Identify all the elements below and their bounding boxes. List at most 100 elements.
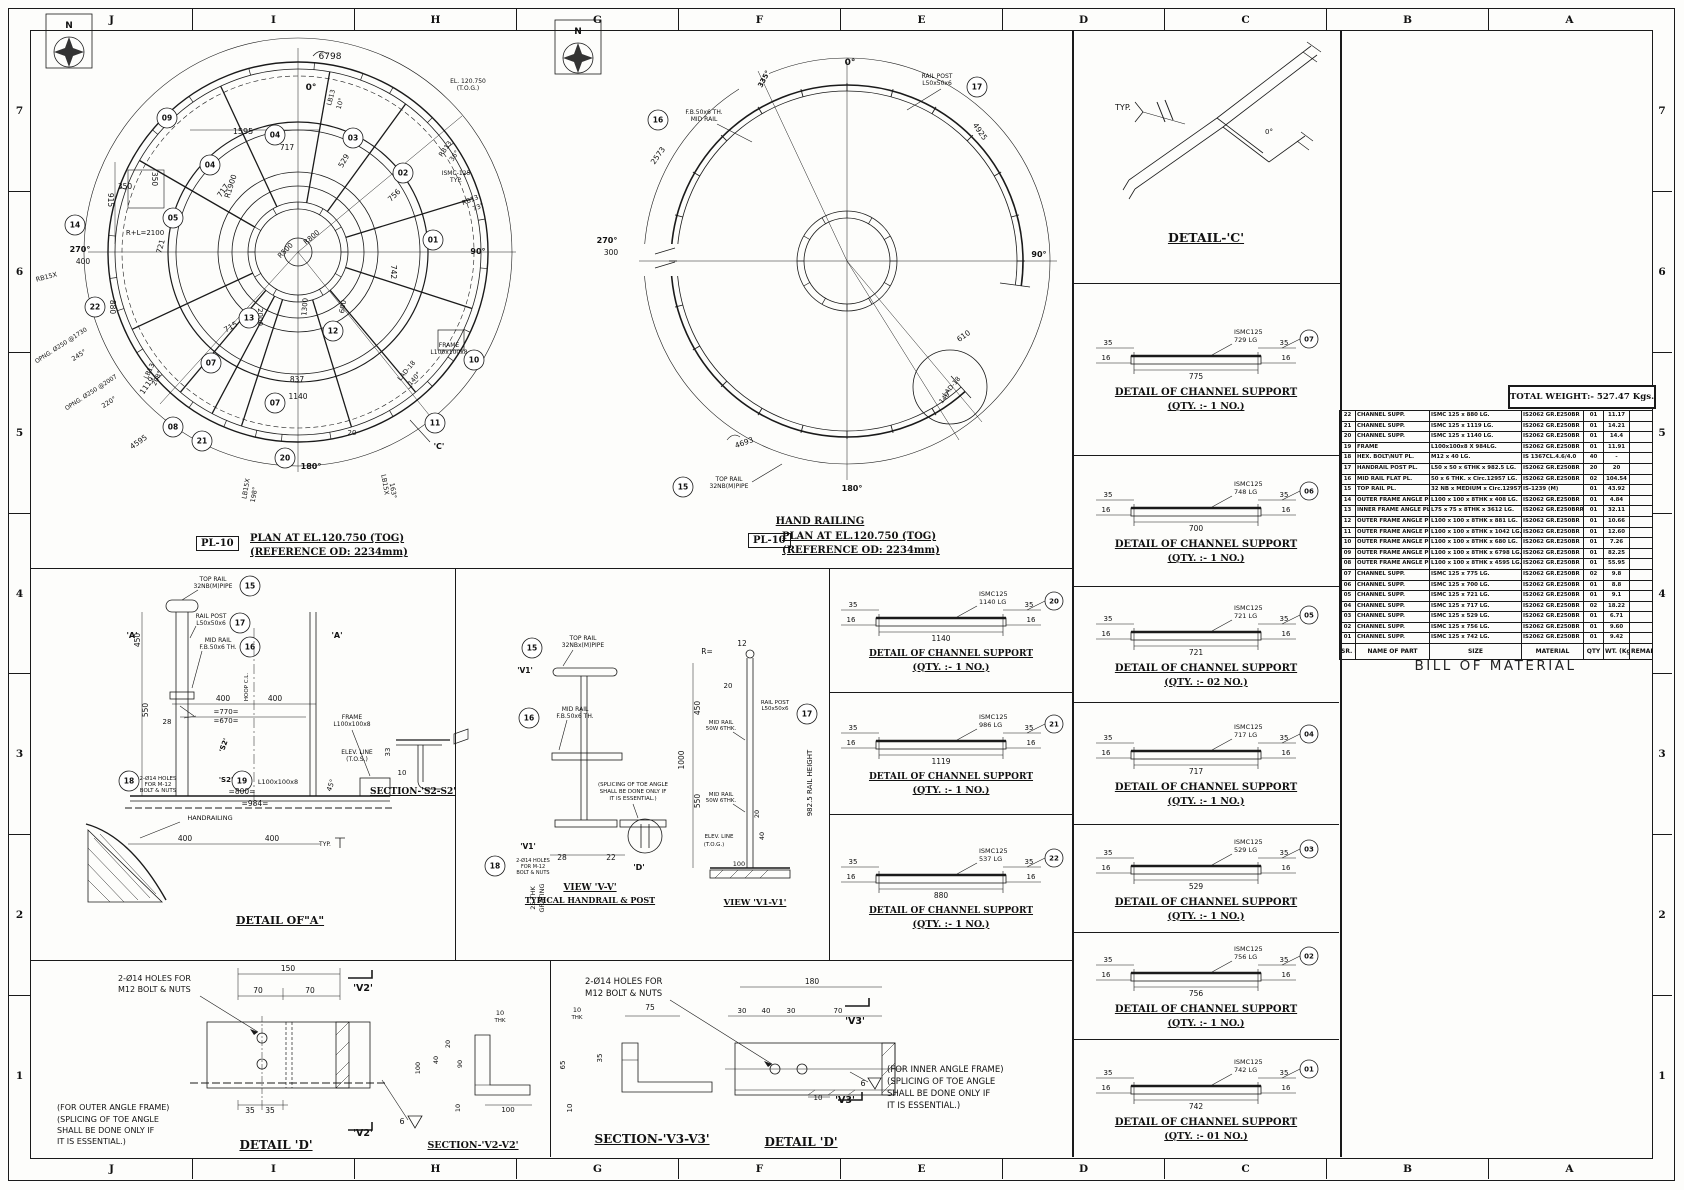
spoke-line: [329, 289, 417, 393]
spoke-line: [993, 171, 1002, 177]
bom-cell: IS2062 GR.E250BR: [1521, 462, 1584, 475]
drawing-label: 73°: [471, 201, 485, 213]
drawing-line: [1296, 131, 1314, 151]
grid-row-7: 7: [1658, 104, 1666, 117]
drawing-line: [409, 419, 431, 443]
drawing-label: 1595: [233, 127, 253, 136]
grid-col-B: B: [1326, 1159, 1488, 1179]
bom-cell: IS2062 GR.E250BR: [1521, 600, 1584, 613]
drawing-label: 20: [444, 1040, 452, 1048]
drawing-label: 982.5 RAIL HEIGHT: [806, 749, 814, 816]
bom-cell: [1629, 452, 1653, 464]
balloon-circle: [1299, 1059, 1319, 1079]
balloon-number: 02: [1304, 953, 1314, 961]
drawing-label: 270°: [597, 236, 618, 245]
grid-row-3: 3: [1652, 673, 1672, 834]
drawing-label: 10: [454, 1104, 462, 1112]
balloon-circle: [342, 127, 364, 149]
drawing-label: LB15X: [240, 477, 252, 499]
drawing-label: 400: [76, 257, 91, 266]
drawing-line: [551, 752, 623, 761]
spoke-line: [427, 117, 433, 123]
bom-cell: IS2062 GR.E250BR: [1521, 568, 1584, 581]
spoke-line: [272, 289, 277, 296]
balloon-number: 06: [1304, 488, 1314, 496]
drawing-label: 90: [456, 1060, 464, 1068]
drawing-line: [335, 1061, 350, 1076]
drawing-line: [912, 349, 988, 425]
balloon-02: 02: [392, 162, 414, 184]
spoke-line: [335, 273, 342, 278]
bom-cell: 55.95: [1603, 558, 1630, 570]
drawing-line: [437, 329, 465, 351]
drawing-label: 16: [1282, 354, 1291, 362]
spoke-line: [1011, 214, 1020, 218]
drawing-label: L50x50x6: [196, 620, 226, 627]
drawing-label: 16: [1282, 1084, 1291, 1092]
balloon-16: 16: [647, 109, 669, 131]
drawing-line: [1026, 600, 1046, 610]
balloon-circle: [422, 229, 444, 251]
drawing-line: [757, 70, 848, 262]
drawing-label: THK: [493, 1018, 505, 1024]
bom-cell: M12 x 40 LG.: [1429, 452, 1522, 464]
bom-cell: CHANNEL SUPP.: [1355, 431, 1430, 443]
drawing-line: [1130, 355, 1262, 365]
bom-cell: 12.60: [1603, 526, 1630, 539]
drawing-line: [191, 650, 203, 689]
balloon-number: 07: [206, 359, 216, 368]
drawing-label: ELEV. LINE: [705, 834, 734, 840]
drawing-line: [169, 691, 195, 700]
spoke-line: [868, 217, 873, 224]
spoke-line: [966, 134, 974, 142]
balloon-number: 14: [70, 221, 80, 230]
drawing-line: [335, 837, 345, 848]
drawing-label: 180°: [301, 462, 322, 471]
balloon-circle: [1299, 329, 1319, 349]
grid-row-7: 7: [15, 104, 24, 117]
bom-cell: [1629, 632, 1653, 645]
balloon-10: 10: [463, 349, 485, 371]
bom-header-cell: QTY: [1583, 643, 1604, 661]
drawing-label: 70: [834, 1007, 843, 1015]
north-compass-box: [554, 19, 602, 75]
balloon-number: 18: [124, 777, 134, 786]
drawing-label: 600: [338, 299, 348, 314]
bom-cell: TOP RAIL PL.: [1355, 484, 1430, 496]
drawing-label: 35: [1280, 734, 1289, 742]
balloon-19: 19: [231, 770, 253, 792]
channel-detail-title-06: DETAIL OF CHANNEL SUPPORT: [1114, 539, 1298, 550]
bom-cell: 14.21: [1603, 420, 1630, 433]
drawing-line: [847, 1089, 856, 1096]
drawing-line: [1134, 126, 1224, 190]
bom-cell: 82.25: [1603, 547, 1630, 560]
spoke-line: [800, 425, 804, 434]
balloon-number: 05: [168, 214, 178, 223]
drawing-label: LB15X: [379, 474, 391, 496]
channel-detail-qty-21: (QTY. :- 1 NO.): [912, 785, 990, 796]
drawing-label: 'S2': [218, 737, 230, 753]
spoke-line: [803, 235, 810, 240]
channel-detail-qty-07: (QTY. :- 1 NO.): [1167, 401, 1245, 412]
grid-row-5: 5: [9, 351, 30, 513]
drawing-label: 6: [860, 1079, 865, 1088]
spoke-line: [389, 87, 394, 94]
balloon-circle: [231, 770, 253, 792]
bom-cell: 6.71: [1603, 611, 1630, 623]
bom-cell: 01: [1583, 420, 1604, 433]
balloon-circle: [239, 636, 261, 658]
drawing-line: [875, 617, 1007, 626]
drawing-label: 16: [1027, 739, 1036, 747]
bom-cell: 02: [1583, 600, 1604, 613]
grid-col-F: F: [678, 1159, 840, 1179]
drawing-label: 2-Ø14 HOLES: [516, 857, 550, 864]
balloon-12: 12: [322, 320, 344, 342]
drawing-line: [732, 803, 746, 813]
channel-detail-qty-04: (QTY. :- 1 NO.): [1167, 795, 1245, 807]
